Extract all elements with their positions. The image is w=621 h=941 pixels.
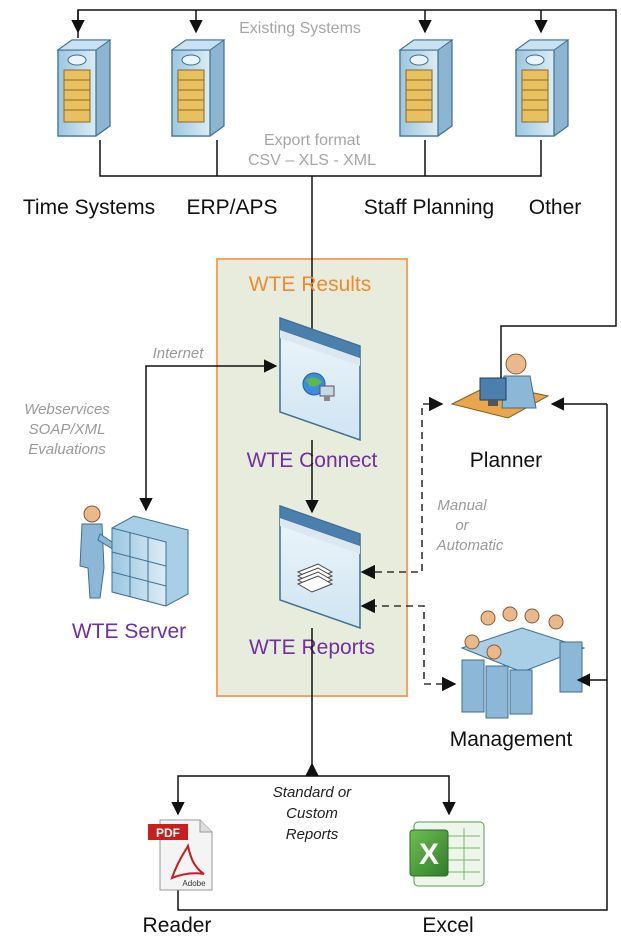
or-label: or <box>455 517 469 534</box>
manual-label: Manual <box>437 497 487 514</box>
internet-label: Internet <box>153 345 205 362</box>
export-format-label: Export format <box>264 132 361 149</box>
wte-connect-window-icon <box>279 316 361 442</box>
reports-label: Reports <box>286 826 339 843</box>
management-icon <box>460 606 586 719</box>
wte-results-title: WTE Results <box>249 273 372 296</box>
excel-badge-text: X <box>419 838 439 871</box>
wte-server-icon <box>79 505 189 607</box>
server-icon <box>514 39 570 137</box>
existing-systems-label: Existing Systems <box>239 20 361 37</box>
server-icon <box>56 39 112 137</box>
dashed-feed-arrows <box>360 396 457 692</box>
system-server-icons <box>56 39 570 137</box>
planner-icon <box>450 353 550 419</box>
soap-xml-label: SOAP/XML <box>29 421 106 438</box>
system-label-time-systems: Time Systems <box>23 196 155 219</box>
pdf-badge-text: PDF <box>156 826 180 840</box>
adobe-text: Adobe <box>182 879 206 888</box>
wte-server-label: WTE Server <box>72 620 186 643</box>
reports-output-connectors <box>171 628 456 816</box>
automatic-label: Automatic <box>436 537 504 554</box>
export-bus-connectors <box>99 140 542 346</box>
standard-or-label: Standard or <box>273 784 352 801</box>
evaluations-label: Evaluations <box>28 441 106 458</box>
excel-document-icon: X <box>409 821 485 887</box>
planner-label: Planner <box>470 449 542 472</box>
pdf-document-icon: PDF Adobe <box>148 819 213 891</box>
internet-link-arrow <box>139 359 278 512</box>
custom-label: Custom <box>286 805 338 822</box>
system-label-erp-aps: ERP/APS <box>186 196 277 219</box>
export-format-types: CSV – XLS - XML <box>248 152 376 169</box>
excel-label: Excel <box>422 914 473 937</box>
system-label-other: Other <box>529 196 582 219</box>
top-bus-connectors <box>71 9 617 385</box>
server-icon <box>170 39 226 137</box>
reader-label: Reader <box>143 914 212 937</box>
webservices-label: Webservices <box>24 401 110 418</box>
return-loop-connectors <box>177 397 608 911</box>
management-label: Management <box>450 728 573 751</box>
server-icon <box>398 39 454 137</box>
system-label-staff-planning: Staff Planning <box>364 196 494 219</box>
wte-reports-window-icon <box>279 504 361 630</box>
